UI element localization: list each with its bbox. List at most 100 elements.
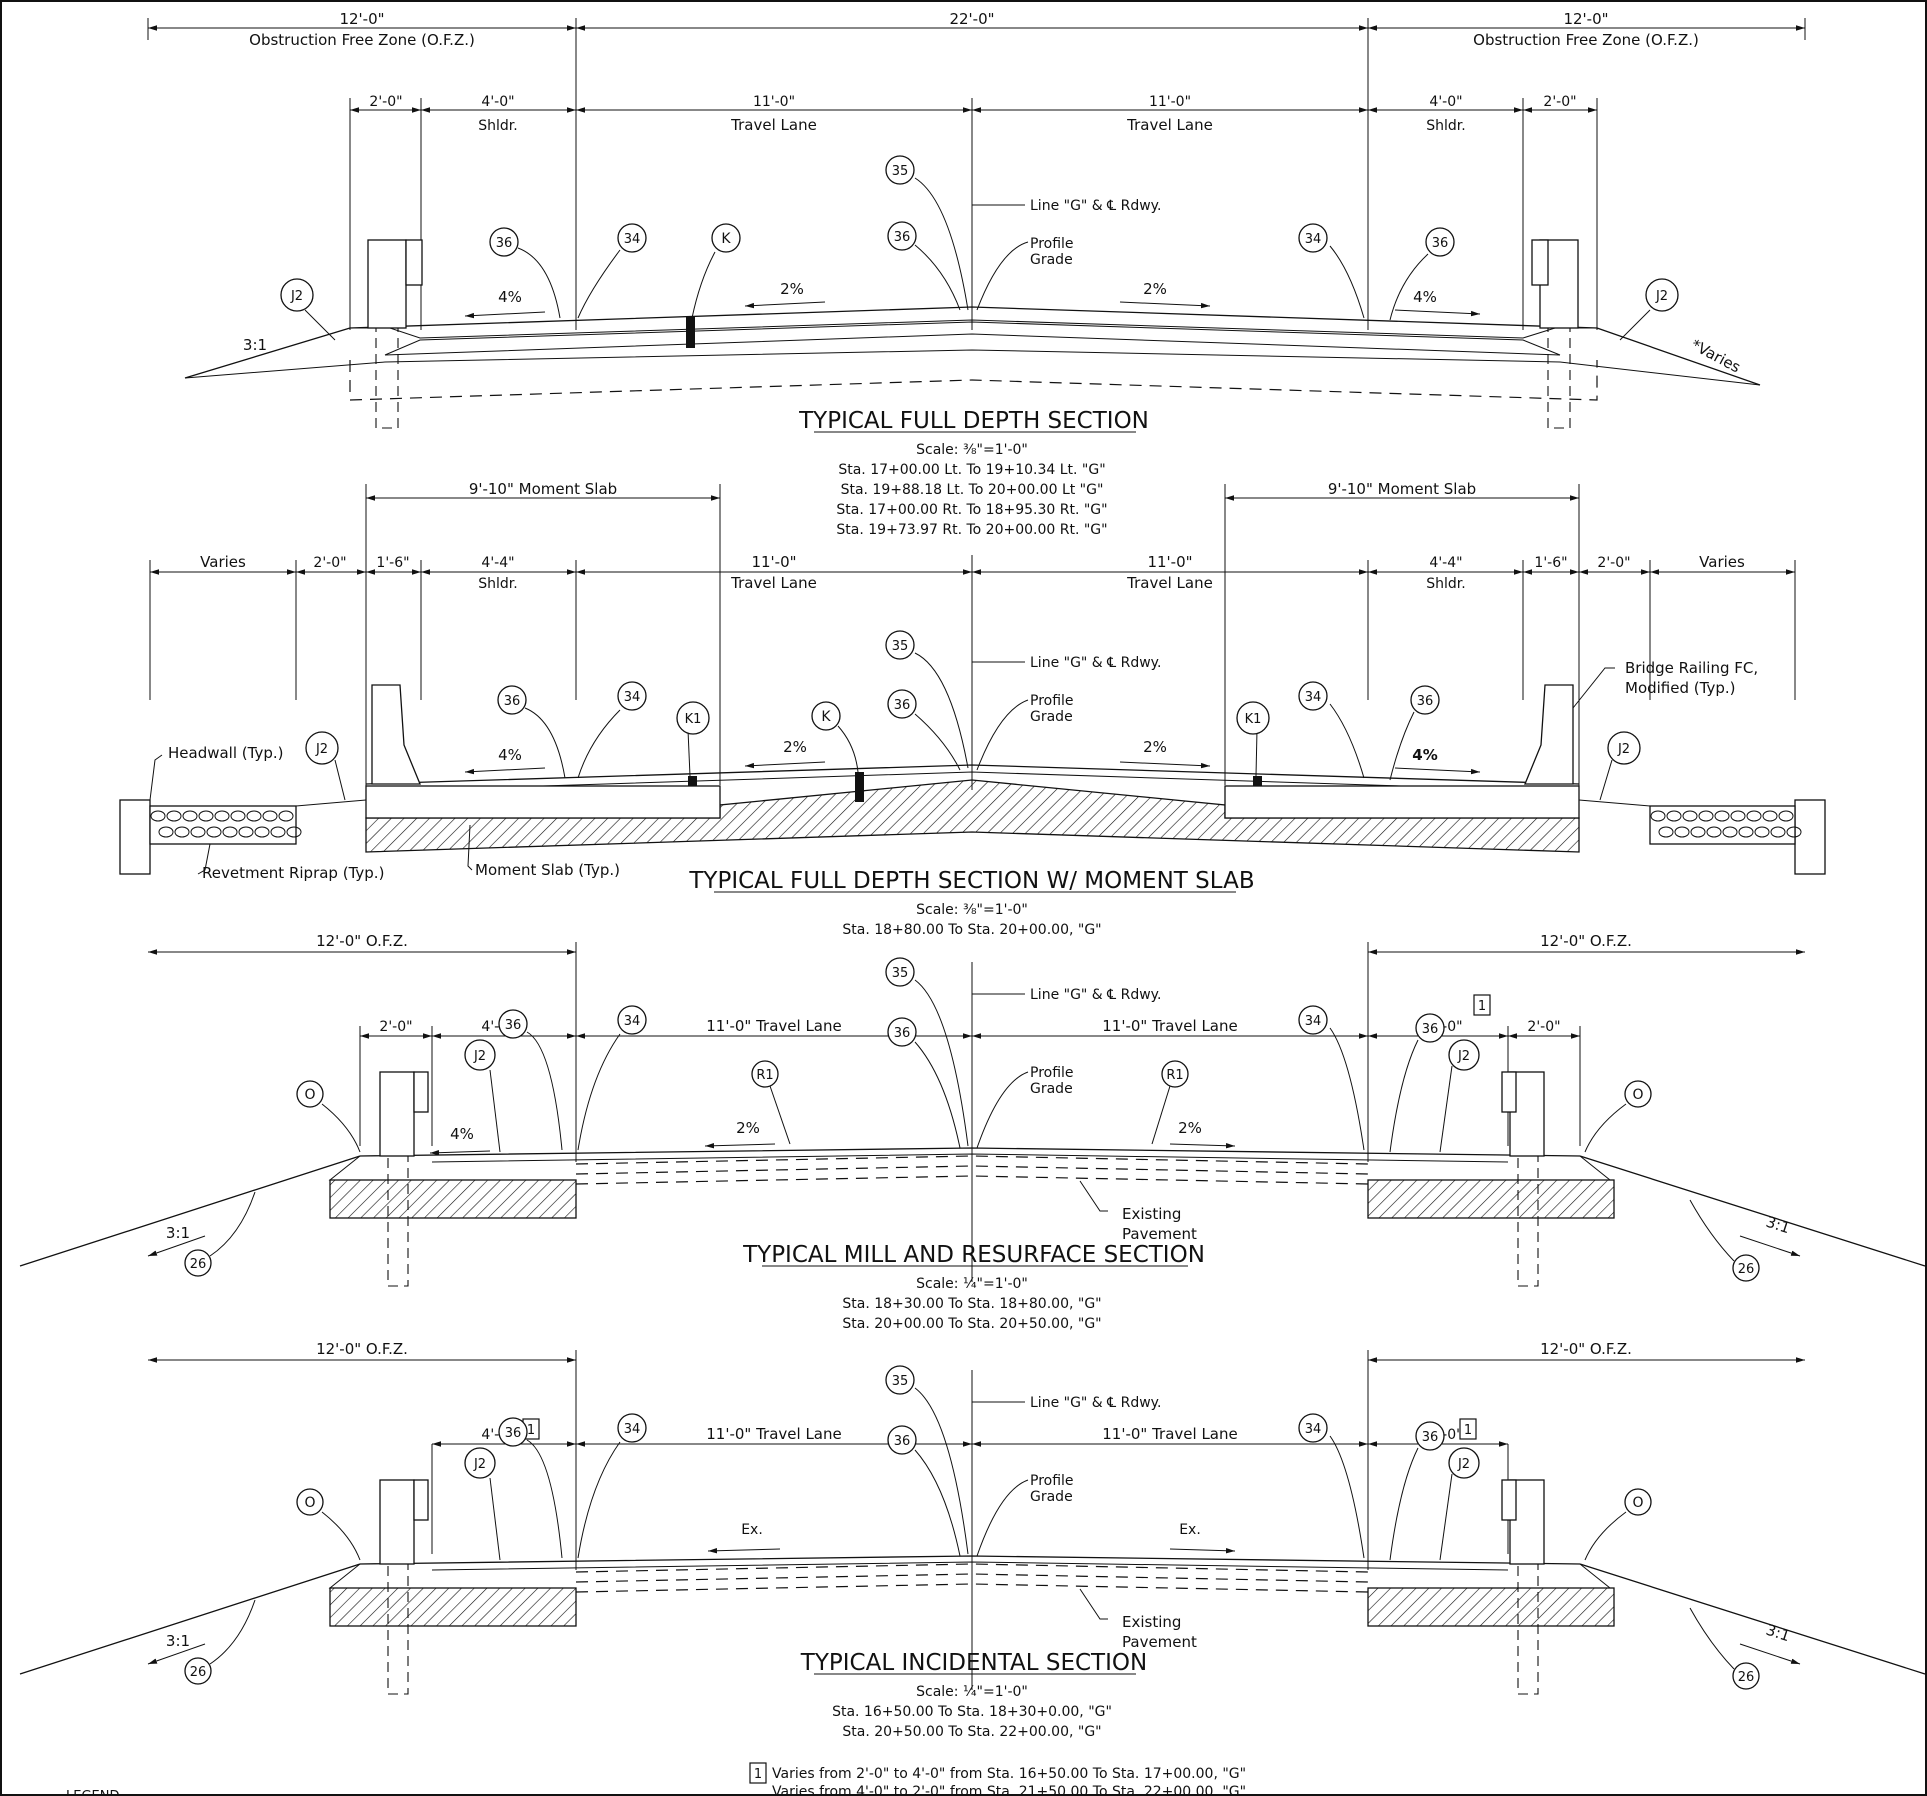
- callout-text: 36: [1417, 694, 1434, 709]
- ofz-dim: 12'-0" O.F.Z.: [316, 1340, 408, 1358]
- callout-circle: [617, 681, 647, 711]
- callout-circle: [1732, 1254, 1760, 1282]
- callout-bubble: 34: [1298, 681, 1328, 711]
- section-scale: Scale: ¼"=1'-0": [916, 1684, 1028, 1700]
- marker-block: [688, 776, 697, 786]
- moment-slab-left: [365, 785, 721, 819]
- riprap-stone: [190, 826, 206, 838]
- callout-text: 34: [624, 690, 641, 705]
- riprap-stone: [230, 810, 246, 822]
- callout-circle: [887, 689, 917, 719]
- slope-2pct: 2%: [1178, 1119, 1202, 1137]
- riprap-stone: [270, 826, 286, 838]
- subbase-top: [384, 321, 1561, 356]
- callout-text: 35: [892, 1374, 909, 1389]
- existing-label: Existing: [1122, 1613, 1181, 1631]
- centerline-label: Line "G" & ℄ Rdwy.: [1030, 1395, 1161, 1411]
- callout-bubble: J2: [1448, 1447, 1480, 1479]
- guardrail-blockout: [413, 1479, 429, 1521]
- guardrail-post: [379, 1479, 415, 1565]
- callout-bubble: 36: [1415, 1013, 1445, 1043]
- station-range: Sta. 16+50.00 To Sta. 18+30+0.00, "G": [832, 1704, 1112, 1720]
- callout-circle: [711, 223, 741, 253]
- moment-slab-dim: 9'-10" Moment Slab: [469, 480, 617, 498]
- callout-circle: [1607, 731, 1641, 765]
- leader-line: [769, 1085, 791, 1145]
- callout-bubble: O: [1624, 1080, 1652, 1108]
- dim-1ft6: 1'-6": [376, 555, 409, 571]
- callout-text: 34: [624, 1014, 641, 1029]
- callout-circle: [1298, 1005, 1328, 1035]
- slope-3to1: 3:1: [243, 336, 267, 354]
- callout-text: K1: [685, 712, 702, 727]
- slope-3to1: 3:1: [166, 1224, 190, 1242]
- slope-arrow: [429, 1150, 491, 1156]
- riprap-stone: [262, 810, 278, 822]
- callout-bubble: O: [1624, 1488, 1652, 1516]
- riprap-stone: [1746, 810, 1762, 822]
- slope-arrow: [1739, 1643, 1801, 1665]
- slope-arrow: [744, 761, 826, 769]
- slope-2pct: 2%: [783, 738, 807, 756]
- moment-slab-right: [1224, 785, 1580, 819]
- callout-bubble: O: [296, 1080, 324, 1108]
- pavement-label: Pavement: [1122, 1225, 1197, 1243]
- shoulder-label: Shldr.: [478, 576, 517, 592]
- callout-bubble: J2: [280, 278, 314, 312]
- travel-lane-dim: 11'-0" Travel Lane: [706, 1425, 841, 1443]
- leader-line: [1599, 759, 1613, 801]
- footnote-text: Varies from 4'-0" to 2'-0" from Sta. 21+…: [772, 1784, 1246, 1796]
- callout-text: O: [1632, 1087, 1643, 1103]
- ofz-dim: 12'-0" O.F.Z.: [316, 932, 408, 950]
- riprap-stone: [1762, 810, 1778, 822]
- riprap-stone: [158, 826, 174, 838]
- travel-lane-label: Travel Lane: [1126, 116, 1213, 134]
- callout-text: 36: [496, 236, 513, 251]
- leader-line: [1329, 703, 1365, 779]
- riprap-stone: [1714, 810, 1730, 822]
- callout-circle: [1448, 1039, 1480, 1071]
- callout-bubble: 35: [885, 155, 915, 185]
- callout-text: R1: [1166, 1068, 1183, 1083]
- slope-arrow: [464, 767, 546, 775]
- travel-lane-dim: 11'-0" Travel Lane: [706, 1017, 841, 1035]
- shoulder-label: Shldr.: [1426, 576, 1465, 592]
- callout-text: 34: [1305, 690, 1322, 705]
- callout-text: J2: [473, 1457, 486, 1472]
- station-range: Sta. 17+00.00 Lt. To 19+10.34 Lt. "G": [838, 462, 1105, 478]
- leader-line: [524, 707, 566, 779]
- callout-circle: [1645, 278, 1679, 312]
- footnote-marker: 1: [1478, 999, 1486, 1014]
- slope-label: 3:1: [1764, 1621, 1793, 1646]
- callout-circle: [464, 1039, 496, 1071]
- leader-line: [1439, 1065, 1453, 1153]
- riprap-stone: [238, 826, 254, 838]
- callout-bubble: 34: [617, 681, 647, 711]
- riprap-stone: [198, 810, 214, 822]
- dim-ofz-right: 12'-0": [1563, 10, 1608, 28]
- station-range: Sta. 19+88.18 Lt. To 20+00.00 Lt "G": [841, 482, 1104, 498]
- callout-text: 26: [1738, 1670, 1755, 1685]
- ofz-dim: 12'-0" O.F.Z.: [1540, 932, 1632, 950]
- leader-line: [976, 1071, 1029, 1149]
- bridge-railing-label-2: Modified (Typ.): [1625, 679, 1735, 697]
- callout-circle: [1732, 1662, 1760, 1690]
- legend-title: LEGEND: [66, 1789, 119, 1796]
- callout-circle: [751, 1060, 779, 1088]
- subbase-bottom: [384, 333, 1561, 356]
- slope-4pct: 4%: [498, 746, 522, 764]
- callout-text: J2: [473, 1049, 486, 1064]
- ofz-left-label: Obstruction Free Zone (O.F.Z.): [249, 31, 475, 49]
- callout-text: 34: [1305, 232, 1322, 247]
- callout-circle: [1298, 1413, 1328, 1443]
- leader-line: [577, 1441, 621, 1559]
- leader-line: [489, 1069, 501, 1153]
- riprap-stone: [1738, 826, 1754, 838]
- leader-line: [914, 1041, 961, 1149]
- station-range: Sta. 19+73.97 Rt. To 20+00.00 Rt. "G": [836, 522, 1107, 538]
- leader-line: [914, 979, 969, 1147]
- callout-circle: [305, 731, 339, 765]
- callout-circle: [1298, 223, 1328, 253]
